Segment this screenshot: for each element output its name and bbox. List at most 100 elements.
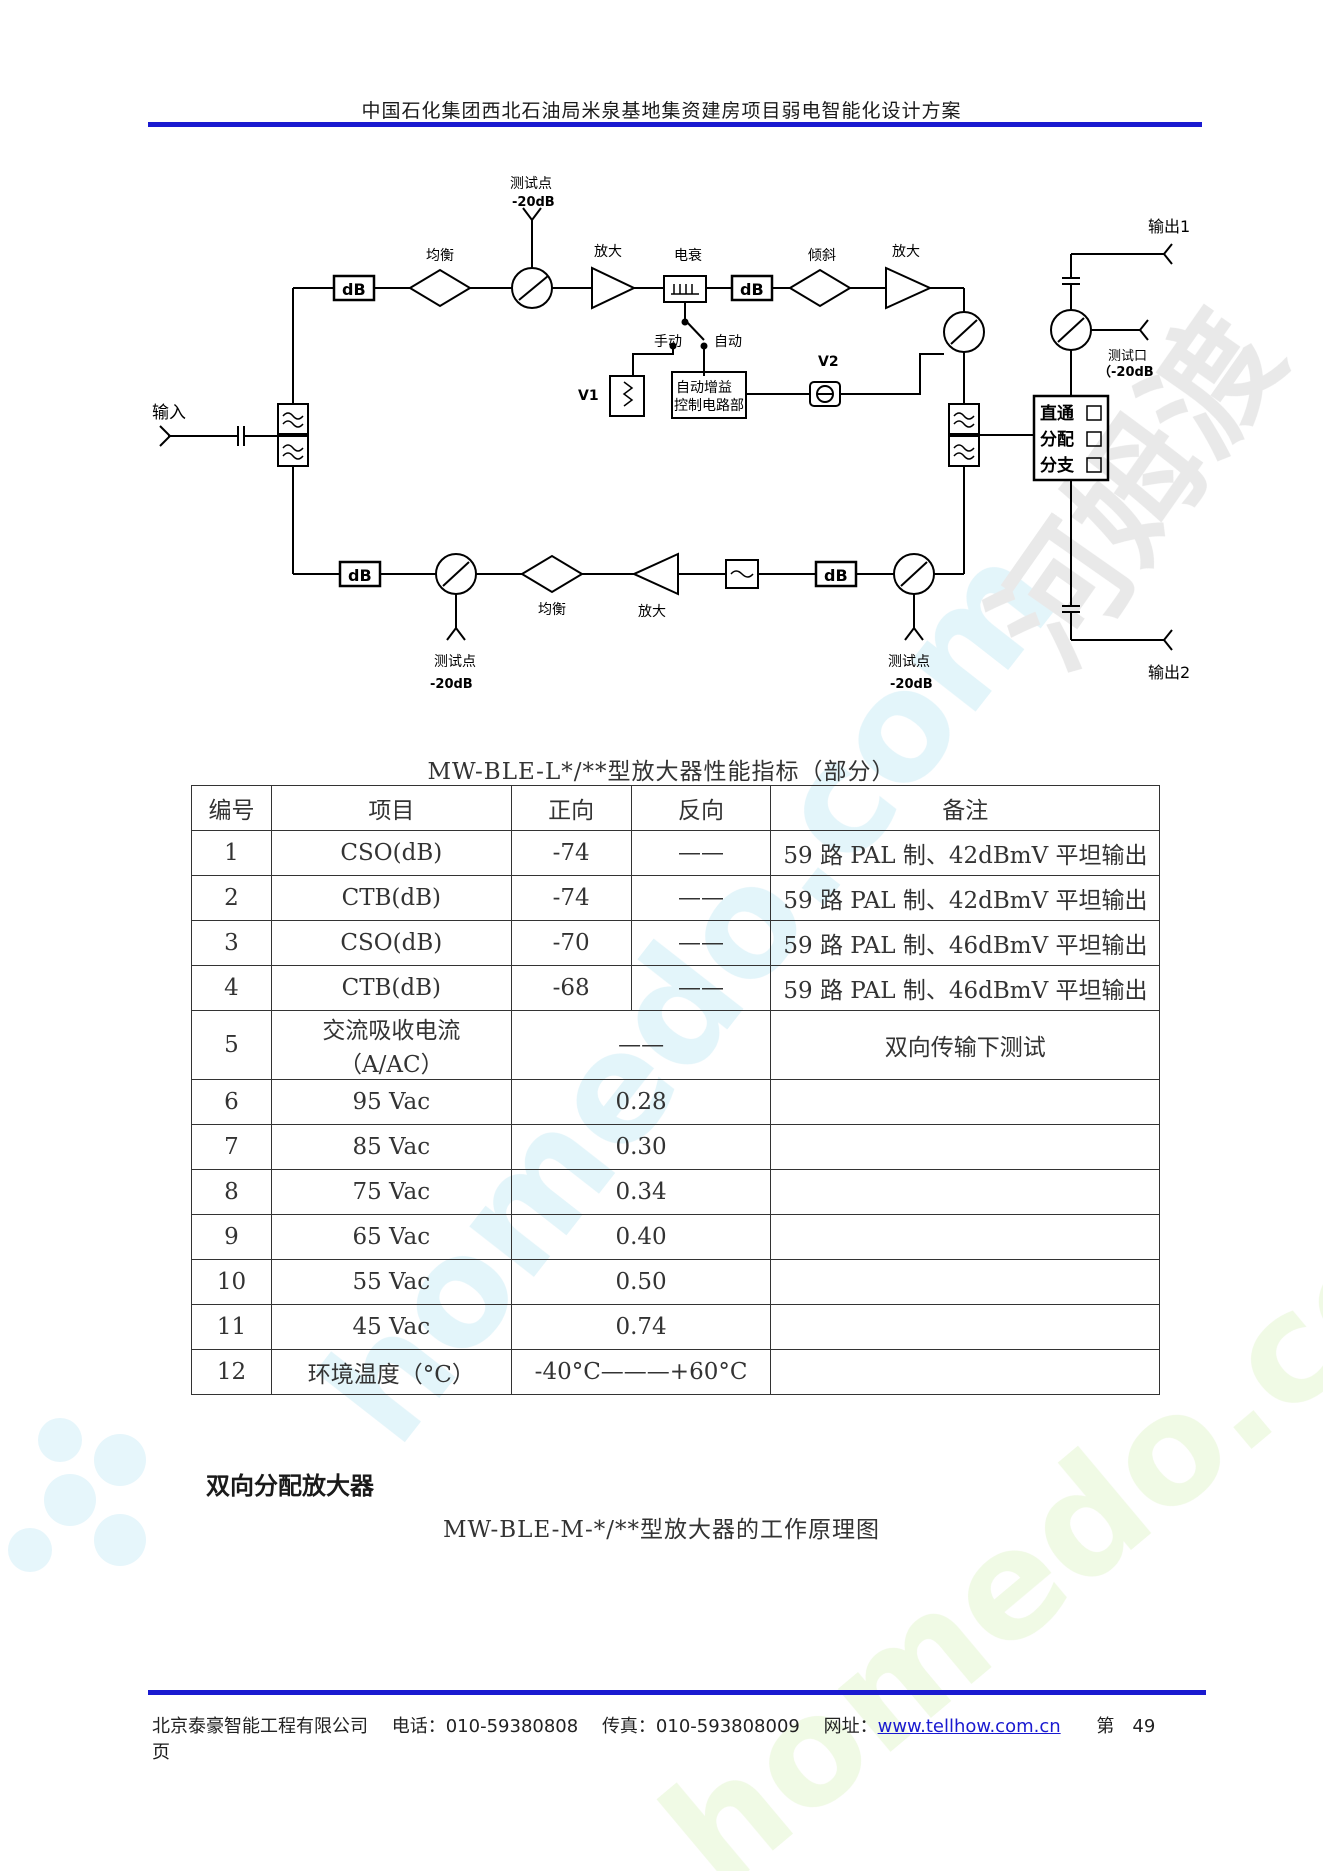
table-cell: 10 [191, 1259, 272, 1305]
label-test-point-top: 测试点 [510, 176, 552, 192]
label-output-1: 输出1 [1148, 217, 1190, 236]
cell-line: （A/AC） [339, 1052, 444, 1078]
header-cell: 反向 [630, 785, 772, 831]
table-cell: 交流吸收电流 （A/AC） [270, 1010, 512, 1080]
filter-icon [948, 403, 980, 435]
equalizer-icon [408, 268, 472, 308]
table-cell: 0.50 [510, 1259, 772, 1305]
table-cell [770, 1349, 1160, 1395]
label-db-2: dB [740, 280, 764, 299]
v1-knob-icon [609, 375, 645, 417]
table-cell: 0.34 [510, 1169, 772, 1215]
label-mode-direct: 直通 [1040, 403, 1074, 424]
table-row: 8 75 Vac 0.34 [191, 1169, 1160, 1215]
table-cell: 双向传输下测试 [770, 1010, 1160, 1080]
filter-icon [277, 403, 309, 435]
table-row: 5 交流吸收电流 （A/AC） —— 双向传输下测试 [191, 1010, 1160, 1080]
label-mode-branch: 分支 [1040, 455, 1075, 476]
label-test-point-bl: 测试点 [434, 654, 476, 670]
table-caption: MW-BLE-L*/**型放大器性能指标（部分） [427, 759, 896, 785]
table-cell: 11 [191, 1304, 272, 1350]
table-cell: 59 路 PAL 制、46dBmV 平坦输出 [770, 965, 1160, 1011]
checkbox-split-icon [1086, 431, 1102, 447]
table-cell: 0.74 [510, 1304, 772, 1350]
table-cell: 2 [191, 875, 272, 921]
table-cell: 0.40 [510, 1214, 772, 1260]
label-atten: 电衰 [674, 247, 702, 264]
label-test-point-bl-db: -20dB [430, 677, 473, 692]
table-cell: 55 Vac [270, 1259, 512, 1305]
watermark-flower-icon [8, 1418, 146, 1572]
table-row: 6 95 Vac 0.28 [191, 1079, 1160, 1125]
table-cell: -74 [510, 875, 632, 921]
table-cell [770, 1304, 1160, 1350]
table-cell: 5 [191, 1010, 272, 1080]
page-header-title: 中国石化集团西北石油局米泉基地集资建房项目弱电智能化设计方案 [361, 100, 962, 122]
label-manual: 手动 [654, 334, 682, 350]
label-test-point-top-db: -20dB [512, 195, 555, 210]
equalizer-icon [520, 554, 584, 594]
table-cell: CTB(dB) [270, 965, 512, 1011]
amplifier-icon [591, 266, 637, 310]
footer-page-number: 第 49 [1096, 1716, 1156, 1737]
header-cell: 编号 [191, 785, 272, 831]
table-cell: 1 [191, 830, 272, 876]
table-cell: 65 Vac [270, 1214, 512, 1260]
label-output-2: 输出2 [1148, 663, 1190, 682]
table-row: 4 CTB(dB) -68 —— 59 路 PAL 制、46dBmV 平坦输出 [191, 965, 1160, 1011]
section-subcaption: MW-BLE-M-*/**型放大器的工作原理图 [442, 1517, 881, 1543]
table-row: 11 45 Vac 0.74 [191, 1304, 1160, 1350]
table-cell: 3 [191, 920, 272, 966]
filter-icon [948, 435, 980, 467]
table-cell: —— [630, 875, 772, 921]
label-amp-top-2: 放大 [892, 244, 920, 260]
table-cell: 8 [191, 1169, 272, 1215]
label-db-4: dB [824, 566, 848, 585]
label-test-port-db: （-20dB [1098, 364, 1154, 380]
filter-icon [277, 435, 309, 467]
label-tilt: 倾斜 [808, 248, 836, 264]
amplifier-icon [631, 552, 679, 596]
footer-company: 北京泰豪智能工程有限公司 [152, 1716, 368, 1737]
spec-table: 编号 项目 正向 反向 备注 1 CSO(dB) -74 —— 59 路 PAL… [191, 785, 1160, 1395]
table-cell: 4 [191, 965, 272, 1011]
table-cell: 85 Vac [270, 1124, 512, 1170]
header-rule [148, 122, 1202, 127]
table-cell: 12 [191, 1349, 272, 1395]
footer: 北京泰豪智能工程有限公司 电话：010-59380808 传真：010-5938… [152, 1712, 1173, 1738]
label-v2: V2 [818, 354, 839, 370]
table-header-row: 编号 项目 正向 反向 备注 [191, 785, 1160, 831]
label-test-point-br-db: -20dB [890, 677, 933, 692]
table-cell [770, 1169, 1160, 1215]
footer-phone: 电话：010-59380808 [391, 1716, 579, 1737]
table-cell: -68 [510, 965, 632, 1011]
label-test-point-br: 测试点 [888, 654, 930, 670]
amplifier-icon [885, 266, 933, 310]
table-row: 2 CTB(dB) -74 —— 59 路 PAL 制、42dBmV 平坦输出 [191, 875, 1160, 921]
label-amp-bottom: 放大 [638, 604, 666, 620]
label-mode-split: 分配 [1040, 430, 1074, 450]
cell-line: 交流吸收电流 [322, 1018, 461, 1044]
table-cell: 7 [191, 1124, 272, 1170]
footer-web-link[interactable]: www.tellhow.com.cn [877, 1716, 1061, 1737]
table-cell [770, 1214, 1160, 1260]
table-cell: —— [630, 920, 772, 966]
table-row: 12 环境温度（°C） -40°C———+60°C [191, 1349, 1160, 1395]
table-row: 3 CSO(dB) -70 —— 59 路 PAL 制、46dBmV 平坦输出 [191, 920, 1160, 966]
table-cell: 9 [191, 1214, 272, 1260]
table-cell: 0.30 [510, 1124, 772, 1170]
table-cell: -74 [510, 830, 632, 876]
table-cell: 59 路 PAL 制、42dBmV 平坦输出 [770, 875, 1160, 921]
table-cell: CTB(dB) [270, 875, 512, 921]
electric-attenuator-icon [663, 275, 707, 303]
label-amp-top-1: 放大 [594, 244, 622, 260]
table-cell: —— [510, 1010, 772, 1080]
table-cell: 95 Vac [270, 1079, 512, 1125]
checkbox-branch-icon [1086, 457, 1102, 473]
table-cell: CSO(dB) [270, 920, 512, 966]
table-cell [770, 1079, 1160, 1125]
header-cell: 正向 [510, 785, 632, 831]
checkbox-direct-icon [1086, 405, 1102, 421]
table-cell: —— [630, 830, 772, 876]
header-cell: 备注 [770, 785, 1160, 831]
